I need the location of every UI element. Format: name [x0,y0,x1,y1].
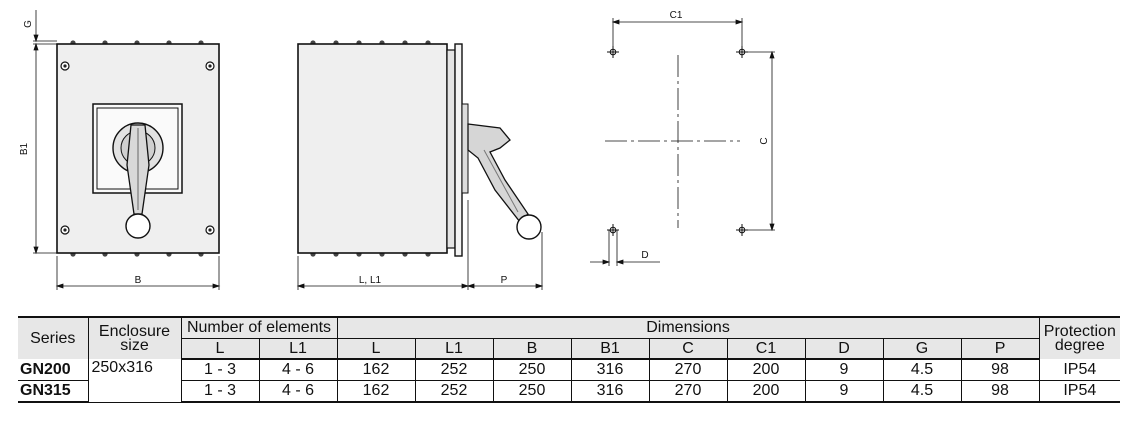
side-dimensions [296,200,544,290]
label-g: G [23,20,34,28]
header-dim-c: C [648,338,728,360]
row-elements-l: 1 - 3 [180,380,260,403]
row-dim-b: 250 [492,380,572,403]
label-p: P [501,275,508,286]
front-view [56,40,220,257]
header-dim-g: G [882,338,962,360]
label-b1: B1 [19,142,30,155]
row-dim-b1: 316 [570,380,650,403]
row-series: GN315 [18,380,89,403]
header-protection-degree: Protection degree [1038,316,1121,359]
row-dim-d: 9 [804,380,884,403]
row-series: GN200 [18,359,89,381]
label-l-l1: L, L1 [359,275,382,286]
header-dim-d: D [804,338,884,360]
row-dim-c1: 200 [726,380,806,403]
table-row: GN200 250x316 1 - 3 4 - 6 162 252 250 31… [18,359,1121,403]
row-dim-c: 270 [648,380,728,403]
label-d: D [641,250,648,261]
row-dim-b1: 316 [570,359,650,381]
header-dim-p: P [960,338,1040,360]
row-elements-l1: 4 - 6 [258,380,338,403]
header-dim-c1: C1 [726,338,806,360]
row-protection: IP54 [1038,380,1121,403]
label-b: B [135,275,142,286]
row-dim-l1: 252 [414,380,494,403]
mounting-pattern [590,18,775,266]
header-elements-l: L [181,338,260,360]
row-dim-c1: 200 [726,359,806,381]
row-dim-c: 270 [648,359,728,381]
header-dim-b1: B1 [570,338,650,360]
label-c: C [759,137,770,144]
row-dim-d: 9 [804,359,884,381]
header-dim-b: B [492,338,572,360]
header-dim-l1: L1 [414,338,494,360]
row-dim-p: 98 [960,359,1040,381]
row-dim-b: 250 [492,359,572,381]
technical-drawing: G B1 B L, L1 P C1 C D [19,10,775,290]
row-dim-l: 162 [336,359,416,381]
row-dim-p: 98 [960,380,1040,403]
row-dim-g: 4.5 [882,359,962,381]
label-c1: C1 [670,10,683,21]
row-dim-g: 4.5 [882,380,962,403]
header-dim-l: L [336,338,416,360]
row-protection: IP54 [1038,359,1121,381]
front-dimensions [33,10,221,290]
row-dim-l: 162 [336,380,416,403]
table-row: GN315 1 - 3 4 - 6 162 252 250 316 270 20… [18,380,1121,403]
dimensions-table: Series Enclosure size Number of elements… [18,316,1121,403]
row-elements-l: 1 - 3 [180,359,260,381]
row-dim-l1: 252 [414,359,494,381]
row-elements-l1: 4 - 6 [258,359,338,381]
header-dimensions: Dimensions [336,316,1040,339]
side-view [297,40,542,257]
header-series: Series [18,316,89,359]
header-elements-l1: L1 [258,338,338,360]
header-number-of-elements: Number of elements [180,316,338,339]
header-enclosure-size: Enclosure size [87,316,182,359]
row-enclosure-size: 250x316 [87,359,182,403]
